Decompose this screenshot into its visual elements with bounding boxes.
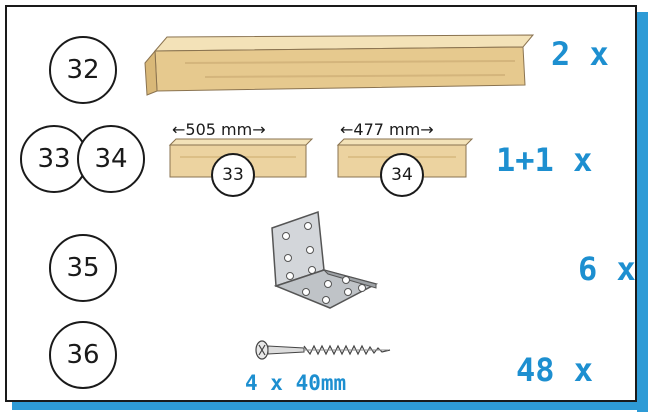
quantity-35: 6 x xyxy=(578,250,636,288)
page-shadow-bottom xyxy=(12,402,648,410)
part-number-circle-34: 34 xyxy=(77,125,145,193)
wood-beam-32 xyxy=(144,34,535,96)
screw-36 xyxy=(255,340,391,360)
part-number-circle-35: 35 xyxy=(49,234,117,302)
quantity-33-34: 1+1 x xyxy=(496,141,593,179)
screw-size-label: 4 x 40mm xyxy=(245,371,347,395)
piece-number-circle-33: 33 xyxy=(211,153,255,197)
quantity-36: 48 x xyxy=(516,351,594,389)
part-number-circle-36: 36 xyxy=(49,321,117,389)
quantity-32: 2 x xyxy=(551,35,609,73)
part-number-circle-32: 32 xyxy=(49,36,117,104)
page-shadow-right xyxy=(637,12,648,412)
piece-number-circle-34: 34 xyxy=(380,153,424,197)
length-label-34: ←477 mm→ xyxy=(340,120,434,139)
angle-bracket-35 xyxy=(271,210,379,309)
length-label-33: ←505 mm→ xyxy=(172,120,266,139)
